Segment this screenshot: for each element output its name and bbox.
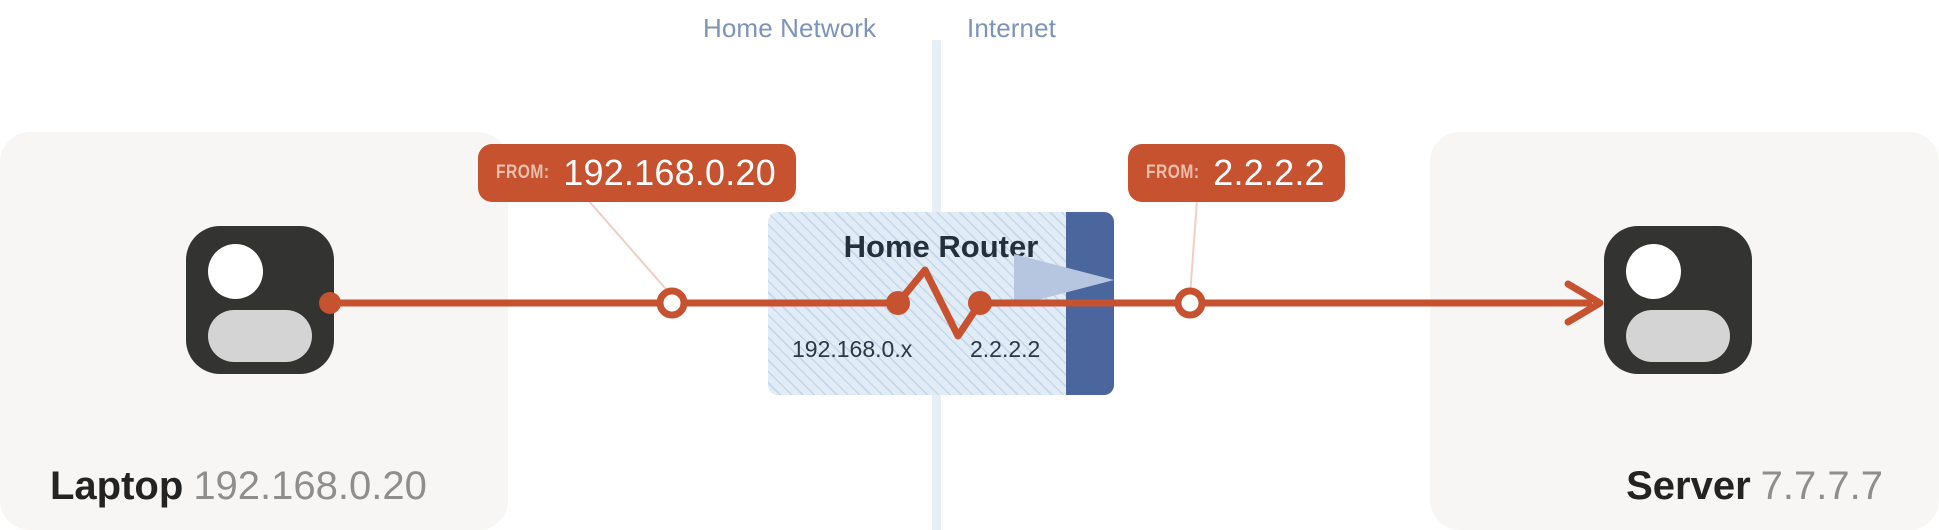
packet-source-badge-lan: FROM: 192.168.0.20 (478, 144, 796, 202)
packet-arrowhead-icon (1564, 280, 1604, 326)
device-dot-icon (208, 244, 263, 299)
server-device-icon (1604, 226, 1752, 374)
nat-egress-dot (968, 291, 992, 315)
gateway-triangle-icon (1014, 254, 1114, 306)
nat-translation-zigzag (894, 266, 984, 340)
endpoint-name-laptop: Laptop (50, 464, 184, 508)
badge-label-from: FROM: (1146, 162, 1200, 183)
laptop-device-icon (186, 226, 334, 374)
badge-leader-line-lan (587, 199, 673, 297)
badge-leader-line-wan (1189, 199, 1198, 297)
router-lan-ip: 192.168.0.x (792, 336, 913, 362)
router-title: Home Router (843, 229, 1039, 264)
packet-marker-wan (1174, 287, 1206, 319)
device-bar-icon (1626, 310, 1730, 362)
endpoint-ip-server: 7.7.7.7 (1760, 464, 1883, 508)
badge-value-lan: 192.168.0.20 (563, 152, 776, 193)
endpoint-name-server: Server (1626, 464, 1751, 508)
packet-origin-dot (319, 292, 341, 314)
router-wan-ip: 2.2.2.2 (970, 336, 1041, 362)
endpoint-ip-laptop: 192.168.0.20 (193, 464, 427, 508)
device-bar-icon (208, 310, 312, 362)
zone-label-home-network: Home Network (703, 13, 877, 43)
nat-ingress-dot (886, 291, 910, 315)
device-dot-icon (1626, 244, 1681, 299)
badge-value-wan: 2.2.2.2 (1213, 152, 1325, 193)
packet-marker-lan (656, 287, 688, 319)
badge-label-from: FROM: (496, 162, 550, 183)
zone-label-internet: Internet (967, 13, 1056, 43)
packet-source-badge-wan: FROM: 2.2.2.2 (1128, 144, 1345, 202)
